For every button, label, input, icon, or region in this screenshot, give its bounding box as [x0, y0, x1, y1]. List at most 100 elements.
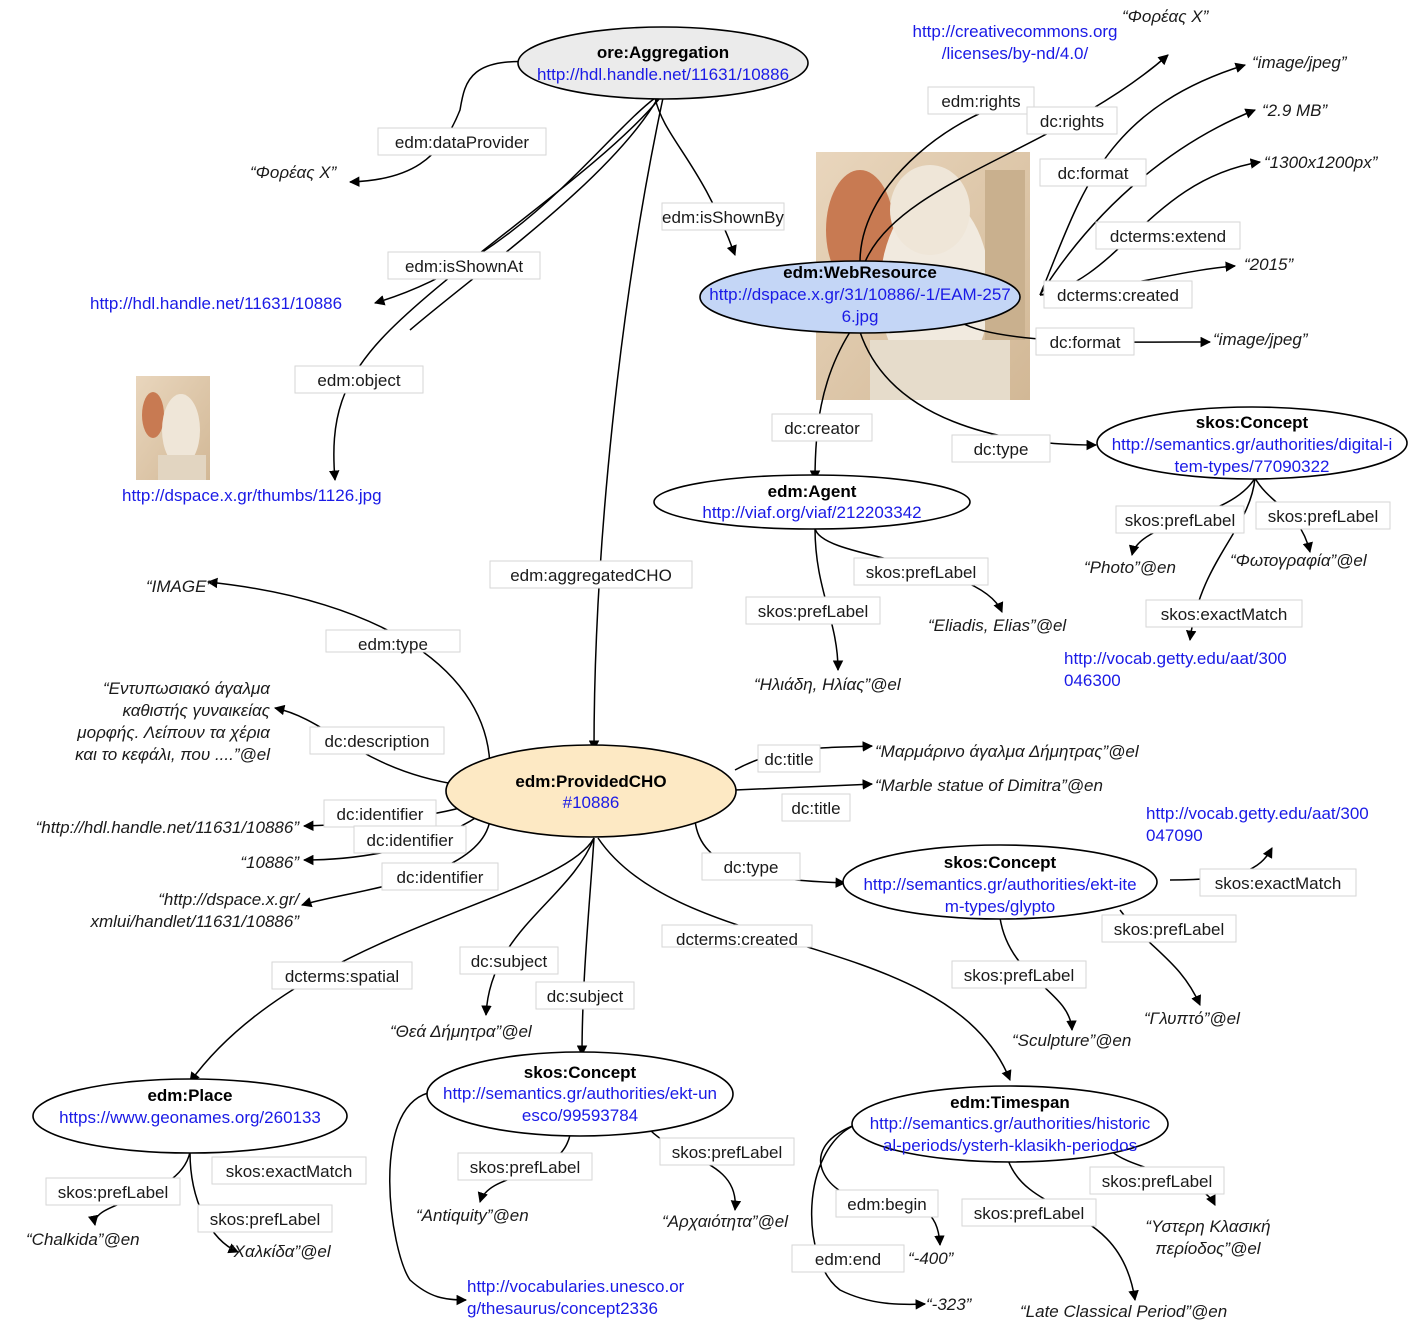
svg-text:skos:prefLabel: skos:prefLabel — [58, 1183, 169, 1202]
edge-label-format1: dc:format — [1039, 158, 1147, 187]
value-cc-line1[interactable]: http://creativecommons.org — [912, 22, 1117, 41]
edge-label-ts-pref-en: skos:prefLabel — [961, 1198, 1097, 1227]
place-ellipse — [32, 1078, 348, 1154]
node-webresource[interactable]: edm:WebResource http://dspace.x.gr/31/10… — [699, 260, 1021, 334]
svg-text:dc:title: dc:title — [764, 750, 813, 769]
svg-text:skos:prefLabel: skos:prefLabel — [974, 1204, 1085, 1223]
svg-text:edm:isShownAt: edm:isShownAt — [405, 257, 523, 276]
value-period-el-line2: περίοδος”@el — [1155, 1239, 1261, 1258]
svg-text:skos:prefLabel: skos:prefLabel — [1102, 1172, 1213, 1191]
concept-unesco-uri-line2[interactable]: esco/99593784 — [522, 1106, 638, 1125]
svg-text:dc:rights: dc:rights — [1040, 112, 1104, 131]
svg-text:dcterms:spatial: dcterms:spatial — [285, 967, 399, 986]
value-agent-en: “Eliadis, Elias”@el — [928, 616, 1067, 635]
edge-label-dig-pref-el: skos:prefLabel — [1255, 501, 1391, 530]
edge-label-aggregated-cho: edm:aggregatedCHO — [489, 560, 693, 589]
value-agent-el: “Ηλιάδη, Ηλίας”@el — [754, 675, 902, 694]
node-aggregation[interactable]: ore:Aggregation http://hdl.handle.net/11… — [517, 26, 809, 100]
edge-label-cho-created: dcterms:created — [661, 924, 813, 949]
svg-text:skos:prefLabel: skos:prefLabel — [1114, 920, 1225, 939]
value-size: “2.9 MB” — [1262, 101, 1329, 120]
value-shown-at[interactable]: http://hdl.handle.net/11631/10886 — [90, 294, 342, 313]
agent-uri[interactable]: http://viaf.org/viaf/212203342 — [702, 503, 921, 522]
edge-label-dig-pref-en: skos:prefLabel — [1115, 505, 1245, 534]
value-format-literal1: “image/jpeg” — [1252, 53, 1348, 72]
svg-text:edm:object: edm:object — [317, 371, 400, 390]
place-title: edm:Place — [147, 1086, 232, 1105]
concept-digital-uri-line1[interactable]: http://semantics.gr/authorities/digital-… — [1112, 435, 1393, 454]
webresource-uri-line1[interactable]: http://dspace.x.gr/31/10886/-1/EAM-257 — [709, 285, 1010, 304]
concept-ekt-uri-line2[interactable]: m-types/glypto — [945, 897, 1056, 916]
concept-unesco-uri-line1[interactable]: http://semantics.gr/authorities/ekt-un — [443, 1084, 717, 1103]
concept-digital-uri-line2[interactable]: tem-types/77090322 — [1175, 457, 1330, 476]
value-chalkida-el: “Χαλκίδα”@el — [228, 1242, 332, 1261]
timespan-uri-line1[interactable]: http://semantics.gr/authorities/historic — [870, 1114, 1151, 1133]
timespan-uri-line2[interactable]: al-periods/ysterh-klasikh-periodos — [883, 1136, 1137, 1155]
edge-label-rights-dc: dc:rights — [1026, 106, 1118, 135]
svg-text:edm:rights: edm:rights — [941, 92, 1020, 111]
value-cc-line2[interactable]: /licenses/by-nd/4.0/ — [942, 44, 1089, 63]
webresource-uri-line2[interactable]: 6.jpg — [842, 307, 879, 326]
value-thumb[interactable]: http://dspace.x.gr/thumbs/1126.jpg — [122, 486, 382, 505]
edge-label-cho-type-edm: edm:type — [325, 629, 461, 654]
value-antiquity-en: “Antiquity”@en — [416, 1206, 529, 1225]
node-agent[interactable]: edm:Agent http://viaf.org/viaf/212203342 — [653, 474, 971, 530]
value-title-el: “Μαρμάρινο άγαλμα Δήμητρας”@el — [875, 742, 1140, 761]
edge-label-wr-type: dc:type — [951, 434, 1051, 463]
edge-label-title1: dc:title — [757, 744, 821, 773]
edge-label-pl-exact: skos:exactMatch — [211, 1156, 367, 1185]
place-uri[interactable]: https://www.geonames.org/260133 — [59, 1108, 321, 1127]
value-identifier3-line1: “http://dspace.x.gr/ — [158, 890, 301, 909]
svg-text:dc:identifier: dc:identifier — [397, 868, 484, 887]
value-desc-line3: μορφής. Λείπουν τα χέρια — [76, 723, 271, 742]
concept-digital-title: skos:Concept — [1196, 413, 1309, 432]
edge-label-identifier3: dc:identifier — [381, 862, 499, 891]
svg-text:dc:format: dc:format — [1058, 164, 1129, 183]
value-aat2-line1[interactable]: http://vocab.getty.edu/aat/300 — [1146, 804, 1369, 823]
node-timespan[interactable]: edm:Timespan http://semantics.gr/authori… — [851, 1085, 1169, 1163]
timespan-title: edm:Timespan — [950, 1093, 1070, 1112]
node-concept-digital[interactable]: skos:Concept http://semantics.gr/authori… — [1096, 406, 1408, 480]
edge-label-spatial: dcterms:spatial — [271, 961, 413, 990]
node-concept-ekt[interactable]: skos:Concept http://semantics.gr/authori… — [842, 844, 1158, 920]
value-end: “-323” — [926, 1295, 973, 1314]
value-aat1-line1[interactable]: http://vocab.getty.edu/aat/300 — [1064, 649, 1287, 668]
edge-label-un-pref-el: skos:prefLabel — [659, 1137, 795, 1166]
edge-label-ekt-pref-el: skos:prefLabel — [1101, 914, 1237, 943]
aggregation-uri[interactable]: http://hdl.handle.net/11631/10886 — [537, 65, 789, 84]
edge-label-cho-type-dc: dc:type — [701, 852, 801, 881]
node-place[interactable]: edm:Place https://www.geonames.org/26013… — [32, 1078, 348, 1154]
concept-ekt-uri-line1[interactable]: http://semantics.gr/authorities/ekt-ite — [863, 875, 1136, 894]
cho-title: edm:ProvidedCHO — [515, 772, 666, 791]
value-photo-en: “Photo”@en — [1084, 558, 1176, 577]
svg-text:edm:begin: edm:begin — [847, 1195, 926, 1214]
svg-text:dcterms:created: dcterms:created — [1057, 286, 1179, 305]
svg-text:skos:prefLabel: skos:prefLabel — [1125, 511, 1236, 530]
value-antiquity-el: “Αρχαιότητα”@el — [662, 1212, 789, 1231]
edge-label-ekt-exact: skos:exactMatch — [1199, 868, 1357, 897]
value-aat1-line2[interactable]: 046300 — [1064, 671, 1121, 690]
concept-unesco-title: skos:Concept — [524, 1063, 637, 1082]
svg-text:skos:prefLabel: skos:prefLabel — [866, 563, 977, 582]
value-unesco-line1[interactable]: http://vocabularies.unesco.or — [467, 1277, 685, 1296]
cho-uri[interactable]: #10886 — [563, 793, 620, 812]
edge-label-ts-pref-el: skos:prefLabel — [1089, 1166, 1225, 1195]
value-photo-el: “Φωτογραφία”@el — [1230, 551, 1368, 570]
value-identifier1: “http://hdl.handle.net/11631/10886” — [36, 818, 301, 837]
svg-text:dcterms:extend: dcterms:extend — [1110, 227, 1226, 246]
edge-label-title2: dc:title — [781, 793, 851, 822]
node-cho[interactable]: edm:ProvidedCHO #10886 — [445, 744, 737, 838]
value-aat2-line2[interactable]: 047090 — [1146, 826, 1203, 845]
svg-text:skos:prefLabel: skos:prefLabel — [1268, 507, 1379, 526]
node-concept-unesco[interactable]: skos:Concept http://semantics.gr/authori… — [426, 1051, 734, 1137]
edge-label-pl-pref-en: skos:prefLabel — [45, 1177, 181, 1206]
edge-label-ag-pref-en: skos:prefLabel — [853, 557, 989, 586]
svg-text:edm:aggregatedCHO: edm:aggregatedCHO — [510, 566, 672, 585]
svg-text:edm:type: edm:type — [358, 635, 428, 654]
value-glypto-el: “Γλυπτό”@el — [1144, 1009, 1241, 1028]
svg-text:dc:format: dc:format — [1050, 333, 1121, 352]
svg-text:dc:description: dc:description — [325, 732, 430, 751]
value-unesco-line2[interactable]: g/thesaurus/concept2336 — [467, 1299, 658, 1318]
svg-text:skos:exactMatch: skos:exactMatch — [1161, 605, 1288, 624]
